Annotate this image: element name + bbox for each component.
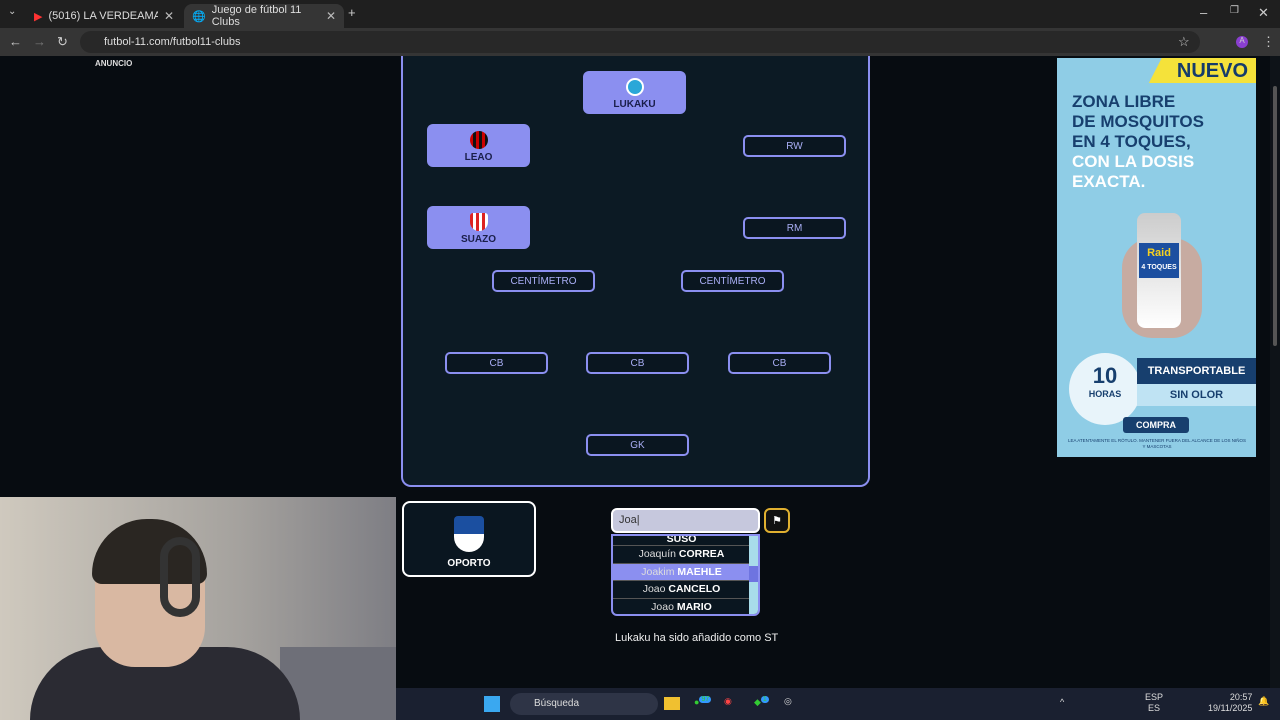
pitch: LUKAKU LEAO SUAZO RW RM CENTÍMETRO CENTÍ… [401,56,870,487]
address-bar[interactable]: futbol-11.com/futbol11-clubs [80,31,1200,53]
close-tab-icon[interactable]: ✕ [325,9,336,23]
slot-cb-center[interactable]: CB [586,352,689,374]
file-explorer-icon[interactable] [664,697,680,710]
maximize-button[interactable]: ❐ [1230,5,1239,16]
tray-chevron-icon[interactable]: ^ [1060,697,1065,707]
tab-bar: ⌄ ▶ (5016) LA VERDEAMARELA RES ✕ 🌐 Juego… [0,0,1280,28]
suggestion-item[interactable]: Joao CANCELO [613,581,750,599]
profile-avatar[interactable]: A [1236,36,1248,48]
ad-buy-button[interactable]: COMPRA [1123,417,1189,433]
player-card-st[interactable]: LUKAKU [583,71,686,114]
player-card-lw[interactable]: LEAO [427,124,530,167]
suggestion-item-highlighted[interactable]: Joakim MAEHLE [613,563,750,581]
chrome-icon[interactable]: ◉ [724,696,732,706]
close-tab-icon[interactable]: ✕ [163,9,174,23]
page-scrollbar[interactable] [1270,56,1280,688]
tab-futbol11[interactable]: 🌐 Juego de fútbol 11 Clubs ✕ [184,4,344,28]
napoli-crest-icon [625,78,644,96]
slot-rw[interactable]: RW [743,135,846,157]
suggestion-item[interactable]: Joaquín CORREA [613,546,750,564]
taskbar-search[interactable]: Búsqueda [510,693,658,715]
player-card-lm[interactable]: SUAZO [427,206,530,249]
sevilla-crest-icon [469,213,488,231]
bookmark-star-icon[interactable]: ☆ [1178,34,1190,49]
menu-icon[interactable]: ⋮ [1262,34,1275,49]
slot-rm[interactable]: RM [743,217,846,239]
globe-icon: 🌐 [192,10,206,23]
back-button[interactable]: ← [9,34,22,49]
suggestions-scrollbar[interactable] [749,536,758,614]
sofa-image [280,647,396,720]
slot-cb-right[interactable]: CB [728,352,831,374]
porto-crest-icon [454,516,484,552]
reload-button[interactable]: ↻ [57,34,68,49]
webcam-overlay [0,497,396,720]
obs-icon[interactable]: ◎ [784,696,792,706]
suggestion-item[interactable]: SUSO [613,536,750,546]
slot-cm-left[interactable]: CENTÍMETRO [492,270,595,292]
status-message: Lukaku ha sido añadido como ST [615,632,779,644]
slot-cm-right[interactable]: CENTÍMETRO [681,270,784,292]
start-button[interactable] [484,696,500,712]
flag-button[interactable]: ⚑ [764,508,790,533]
club-card: OPORTO [402,501,536,577]
page-content: ANUNCIO LUKAKU LEAO SUAZO RW RM CENTÍMET… [0,56,1280,688]
tab-youtube[interactable]: ▶ (5016) LA VERDEAMARELA RES ✕ [34,9,174,23]
browser-toolbar: ← → ↻ futbol-11.com/futbol11-clubs ☆ A ⋮ [0,28,1280,56]
slot-cb-left[interactable]: CB [445,352,548,374]
milan-crest-icon [469,131,488,149]
headset-image [160,537,200,617]
whatsapp-icon[interactable]: ●97 [694,696,712,707]
suggestions-list: SUSO Joaquín CORREA Joakim MAEHLE Joao C… [611,534,760,616]
xbox-icon[interactable]: ◆1 [754,696,769,707]
minimize-button[interactable]: – [1200,5,1208,20]
flag-icon: ⚑ [772,515,782,527]
forward-button[interactable]: → [33,34,46,49]
player-search-input[interactable]: Joa| [611,508,760,533]
ad-label: ANUNCIO [95,59,133,68]
close-window-button[interactable]: ✕ [1258,5,1269,20]
slot-gk[interactable]: GK [586,434,689,456]
notification-bell-icon[interactable]: 🔔 [1258,696,1270,706]
tab-list-button[interactable]: ⌄ [8,6,17,17]
youtube-icon: ▶ [34,10,43,23]
new-tab-button[interactable]: + [348,5,356,20]
suggestion-item[interactable]: Joao MARIO [613,599,750,615]
